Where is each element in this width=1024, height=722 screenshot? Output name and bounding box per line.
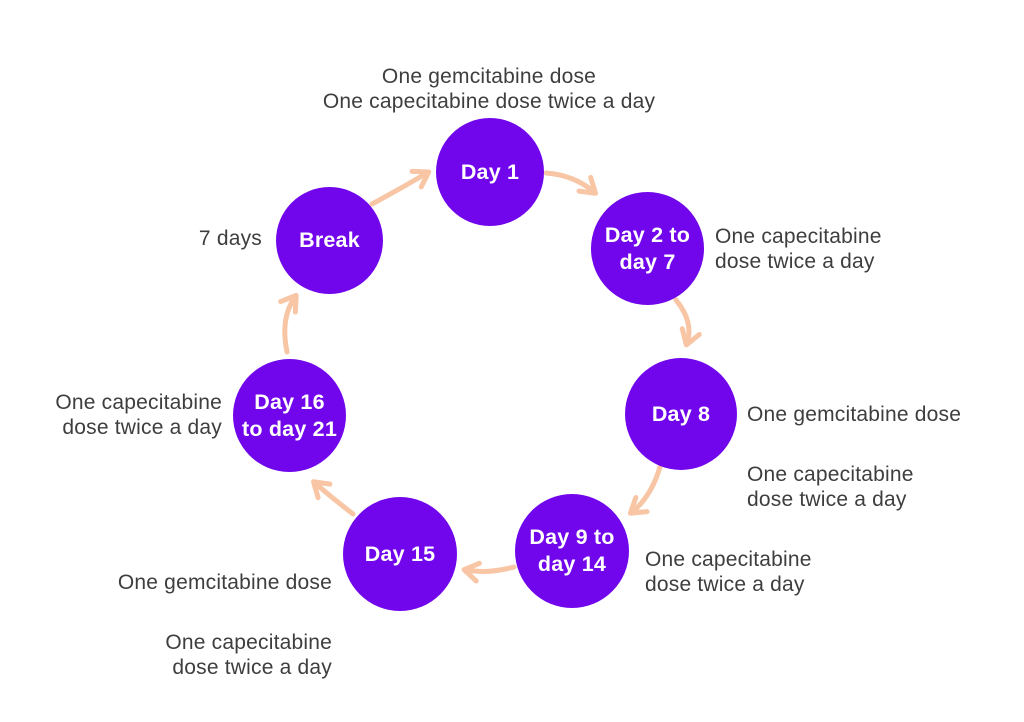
arrow-day-16-to-break [278, 292, 299, 355]
node-day-15: Day 15 [343, 497, 457, 611]
node-day-1-label: Day 1 [460, 159, 520, 184]
node-day-8-label: Day 8 [651, 401, 711, 426]
arrow-day-9-to-day-15 [461, 560, 517, 584]
annotation-day-15: One gemcitabine dose One capecitabine do… [32, 545, 332, 705]
node-day-15-label: Day 15 [364, 541, 436, 566]
annotation-day-16-to-21: One capecitabine dose twice a day [55, 391, 222, 439]
node-day-9-to-14-label: Day 9 to day 14 [529, 525, 615, 576]
node-day-8: Day 8 [625, 358, 737, 470]
annotation-day-15-line-1: One gemcitabine dose [117, 571, 332, 594]
arrow-day-15-to-day-16 [310, 479, 356, 517]
annotation-day-1: One gemcitabine dose One capecitabine do… [322, 65, 656, 113]
annotation-day-8-line-2: One capecitabine dose twice a day [747, 463, 914, 511]
node-day-16-to-21: Day 16 to day 21 [233, 359, 346, 472]
node-day-9-to-14: Day 9 to day 14 [515, 494, 629, 608]
arrow-day-2-to-day-8 [673, 297, 702, 348]
node-day-1: Day 1 [436, 118, 544, 226]
arrow-day-8-to-day-9 [627, 464, 663, 516]
node-day-2-to-7: Day 2 to day 7 [591, 192, 704, 305]
node-break-label: Break [299, 228, 360, 253]
node-day-2-to-7-label: Day 2 to day 7 [604, 222, 691, 274]
annotation-break: 7 days [198, 227, 262, 250]
node-break: Break [276, 187, 383, 294]
arrow-break-to-day-1 [369, 168, 432, 207]
annotation-day-8-line-1: One gemcitabine dose [747, 403, 962, 426]
annotation-day-9-to-14: One capecitabine dose twice a day [645, 548, 812, 596]
annotation-day-15-line-2: One capecitabine dose twice a day [165, 631, 332, 679]
annotation-day-2-to-7: One capecitabine dose twice a day [715, 225, 882, 273]
annotation-day-8: One gemcitabine dose One capecitabine do… [747, 377, 961, 537]
node-day-16-to-21-label: Day 16 to day 21 [241, 389, 337, 441]
arrow-day-1-to-day-2 [543, 170, 599, 196]
